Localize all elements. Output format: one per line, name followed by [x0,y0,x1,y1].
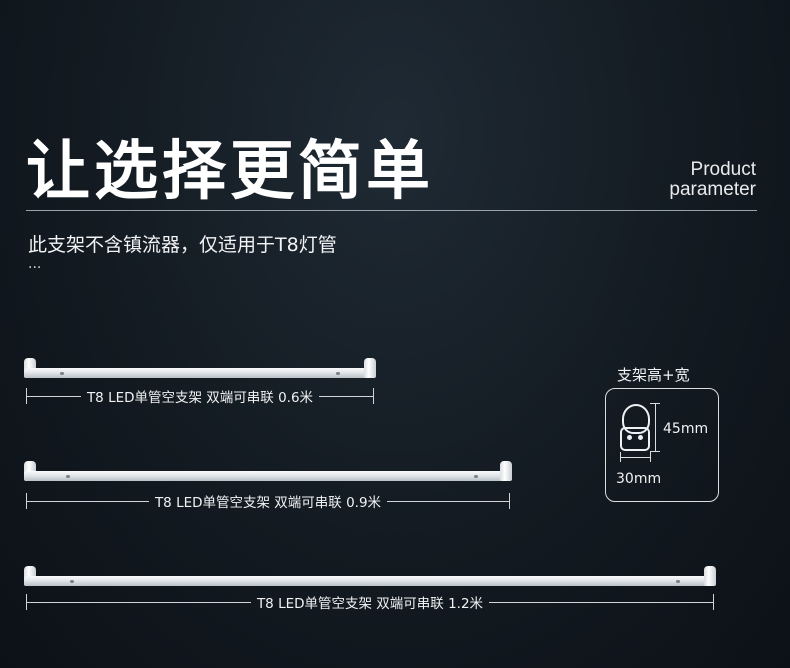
spec-title: 支架高+宽 [617,366,690,384]
fixture-bar [24,368,376,378]
dimension-tick [26,388,27,404]
height-dimension-tick [650,403,660,404]
dimension-tick [509,493,510,509]
header-divider [26,210,757,211]
fixture-image-0-9m [24,455,512,481]
dimension-line [387,500,509,502]
dimension-tick [373,388,374,404]
dimension-tick [713,594,714,610]
height-value: 45mm [663,421,709,437]
width-dimension-tick [650,452,651,462]
fixture-screw [70,580,74,583]
dimension-tick [26,493,27,509]
pin-dot-icon [638,435,643,440]
dimension-line [489,601,713,603]
fixture-image-0-6m [24,352,376,378]
english-subtitle: Product parameter [669,160,756,200]
english-line-2: parameter [669,179,756,200]
lamp-holder-base-icon [620,427,650,451]
description-ellipsis: ... [28,256,42,272]
height-dimension-tick [650,451,660,452]
fixture-screw [66,475,70,478]
fixture-end-cap-right [704,566,716,586]
fixture-label-1-2m: T8 LED单管空支架 双端可串联 1.2米 [256,596,484,612]
spec-diagram-box: 45mm 30mm [605,388,719,502]
english-line-1: Product [690,159,756,180]
pin-dot-icon [627,435,632,440]
fixture-screw [474,475,478,478]
height-dimension-line [655,403,656,451]
fixture-screw [676,580,680,583]
dimension-1-2m: T8 LED单管空支架 双端可串联 1.2米 [26,594,714,612]
fixture-end-cap-right [364,358,376,378]
lamp-holder-head-icon [622,404,650,434]
fixture-label-0-9m: T8 LED单管空支架 双端可串联 0.9米 [154,495,382,511]
width-dimension-tick [620,452,621,462]
dimension-tick [26,594,27,610]
dimension-line [27,500,149,502]
dimension-0-6m: T8 LED单管空支架 双端可串联 0.6米 [26,388,374,406]
width-dimension-line [620,457,650,458]
fixture-screw [60,372,64,375]
fixture-image-1-2m [24,560,716,586]
fixture-bar [24,576,716,586]
fixture-bar [24,471,512,481]
dimension-line [27,601,251,603]
fixture-label-0-6m: T8 LED单管空支架 双端可串联 0.6米 [86,390,314,406]
dimension-line [319,395,373,397]
description: 此支架不含镇流器，仅适用于T8灯管 [28,234,337,256]
fixture-screw [336,372,340,375]
dimension-line [27,395,81,397]
page-title: 让选择更简单 [26,135,434,209]
fixture-end-cap-right [500,461,512,481]
width-value: 30mm [616,471,662,487]
dimension-0-9m: T8 LED单管空支架 双端可串联 0.9米 [26,493,510,511]
